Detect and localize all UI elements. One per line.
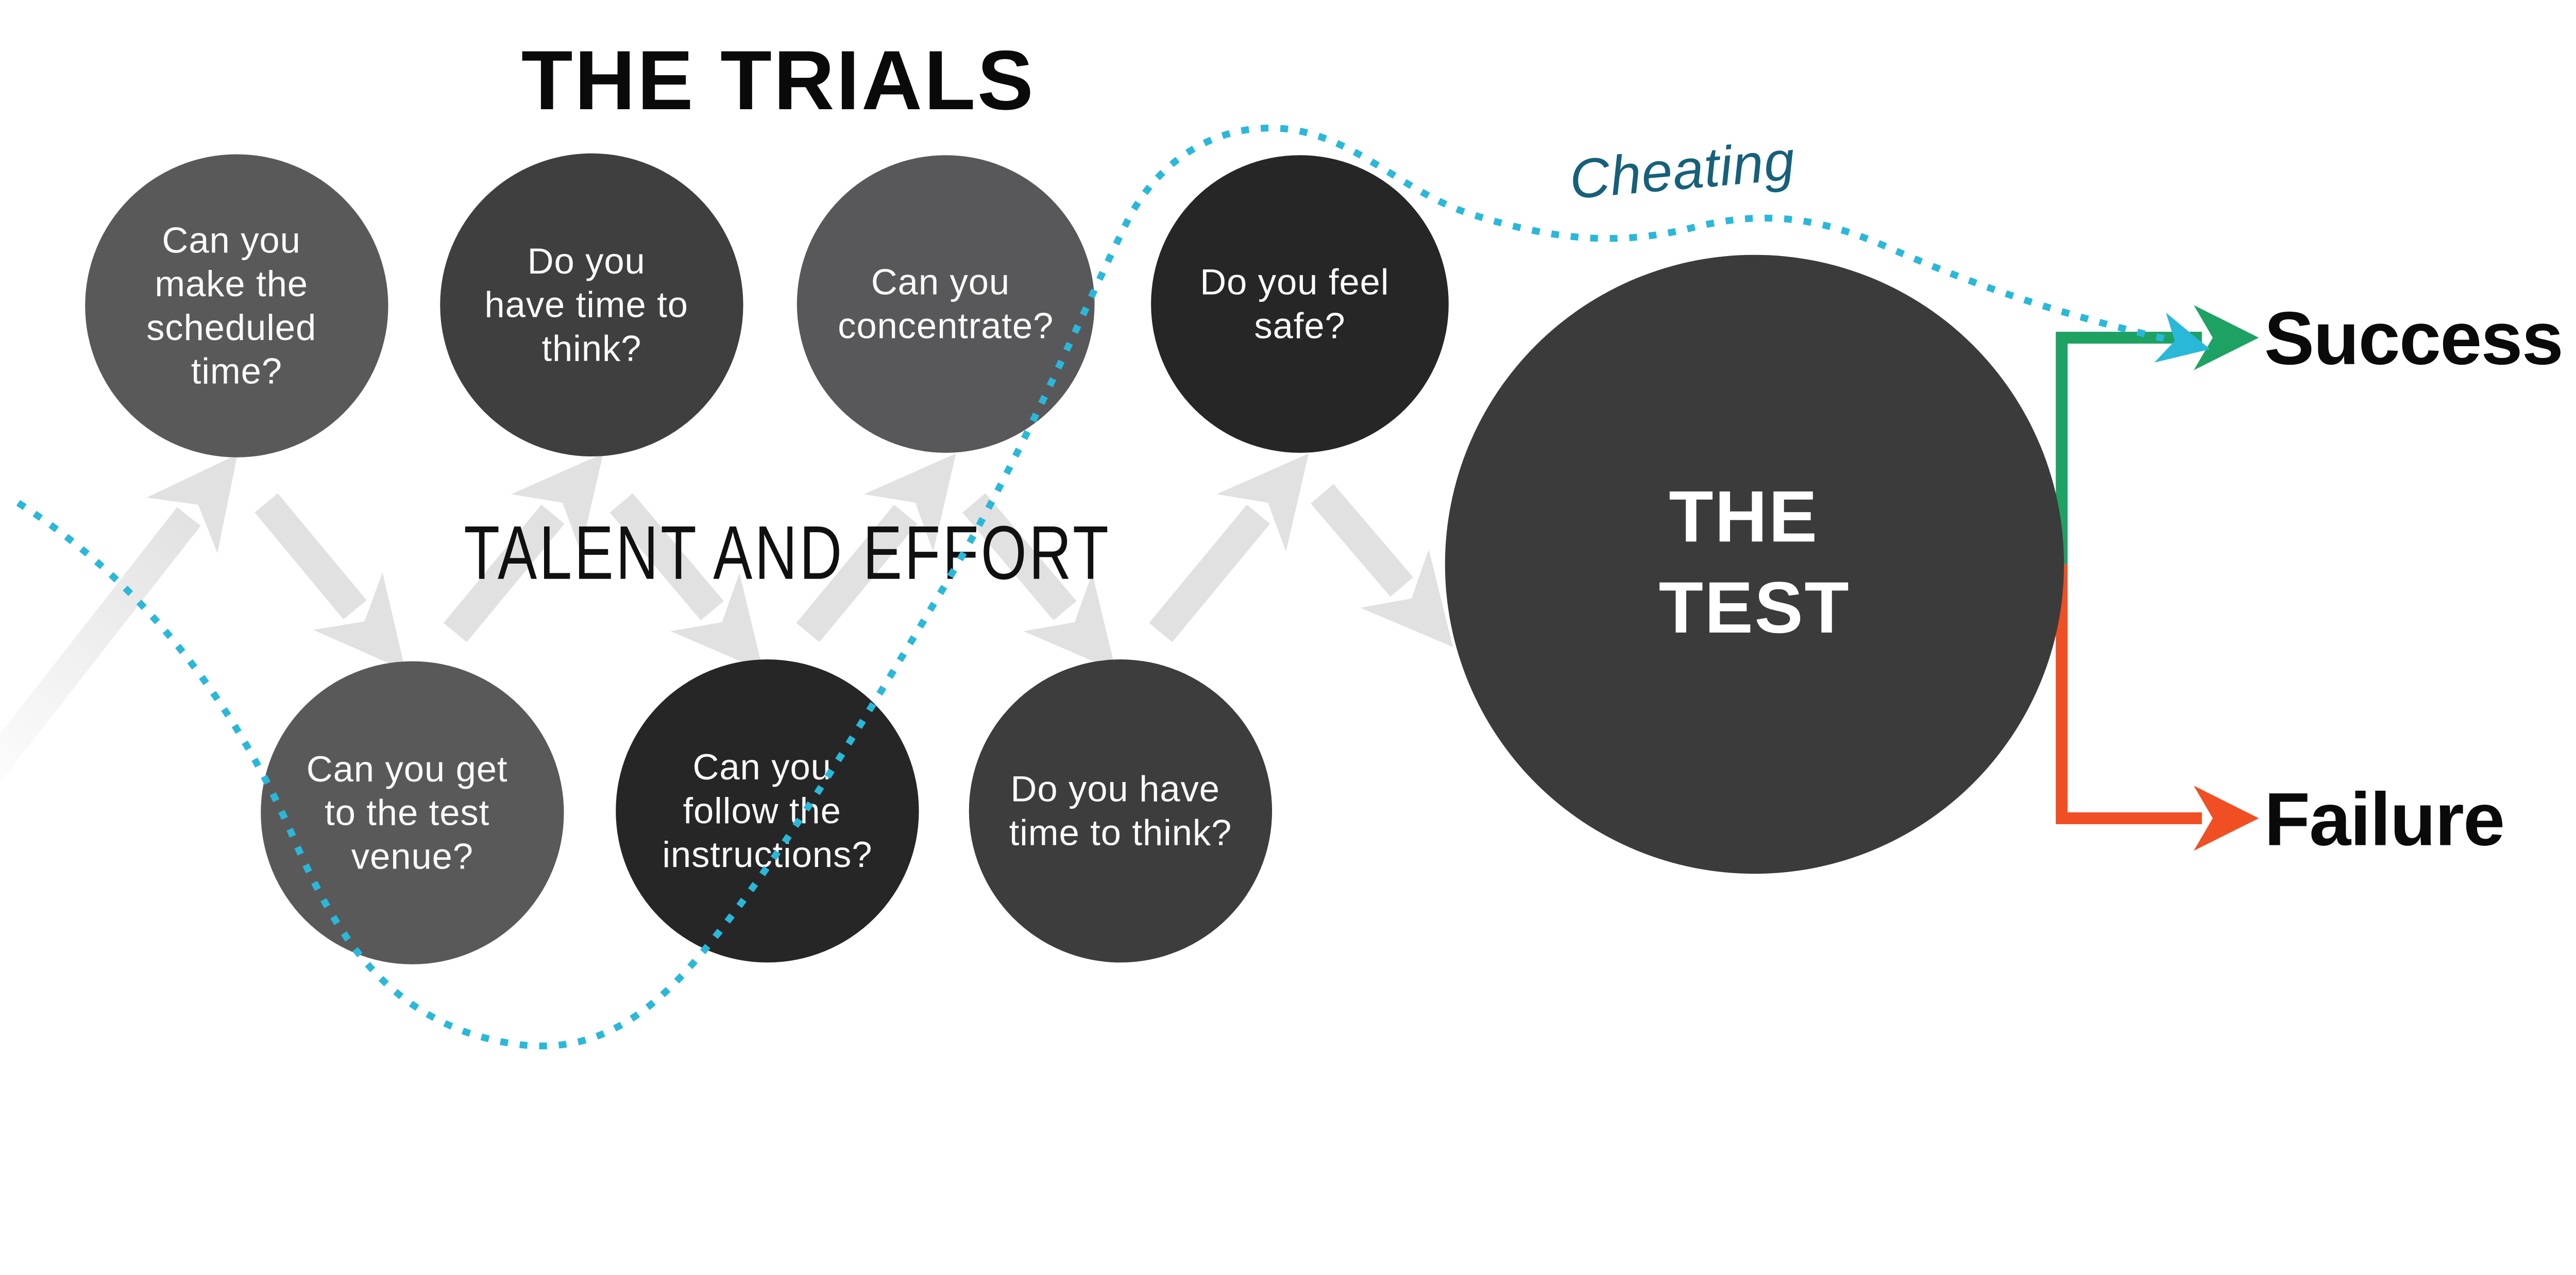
subtitle-group: TALENT AND EFFORT <box>464 511 1111 595</box>
trials-diagram-canvas: Can you make the scheduled time? Do you … <box>0 33 2564 1049</box>
trial-circle-time-to-think-bottom <box>969 659 1273 963</box>
zigzag-arrow-3 <box>443 453 603 642</box>
failure-label: Failure <box>2264 777 2504 861</box>
trial-label-make-scheduled-time: Can you make the scheduled time? <box>146 219 327 391</box>
trial-label-time-to-think-bottom: Do you have time to think? <box>1009 769 1232 853</box>
zigzag-arrow-7 <box>1149 453 1309 642</box>
trial-circles <box>85 153 2064 964</box>
talent-effort-label: TALENT AND EFFORT <box>464 511 1111 595</box>
success-arrow <box>2056 305 2259 565</box>
zigzag-arrow-5 <box>796 453 956 642</box>
failure-arrow <box>2056 564 2259 851</box>
zigzag-arrow-8 <box>1311 484 1453 647</box>
test-circle-label: THE TEST <box>1659 475 1851 648</box>
cheating-label-group: Cheating <box>1567 129 1798 211</box>
page-title: THE TRIALS <box>521 33 1036 127</box>
zigzag-talent-path <box>0 453 1453 783</box>
zigzag-arrow-1 <box>0 454 238 783</box>
trial-circle-time-to-think-top <box>440 153 743 457</box>
zigzag-arrow-4 <box>609 493 764 671</box>
test-circle <box>1445 254 2064 874</box>
trial-label-time-to-think-top: Do you have time to think? <box>484 241 699 369</box>
trial-label-follow-instructions: Can you follow the instructions? <box>662 746 872 875</box>
infographic-stage: Can you make the scheduled time? Do you … <box>0 33 2564 1049</box>
trial-label-concentrate: Can you concentrate? <box>838 262 1054 346</box>
cheating-path <box>16 125 2210 1049</box>
success-label: Success <box>2264 296 2563 380</box>
trial-circle-feel-safe <box>1151 155 1449 453</box>
zigzag-arrow-6 <box>962 493 1116 671</box>
trial-circle-get-to-venue <box>261 661 564 964</box>
trial-circle-make-scheduled-time <box>85 154 388 457</box>
trial-circle-labels: Can you make the scheduled time? Do you … <box>146 219 1400 877</box>
trial-circle-follow-instructions <box>616 659 919 963</box>
cheating-label: Cheating <box>1567 129 1798 211</box>
trial-label-get-to-venue: Can you get to the test venue? <box>307 749 518 877</box>
trial-circle-concentrate <box>796 155 1095 453</box>
zigzag-arrow-2 <box>255 493 405 671</box>
trial-label-feel-safe: Do you feel safe? <box>1200 262 1400 346</box>
